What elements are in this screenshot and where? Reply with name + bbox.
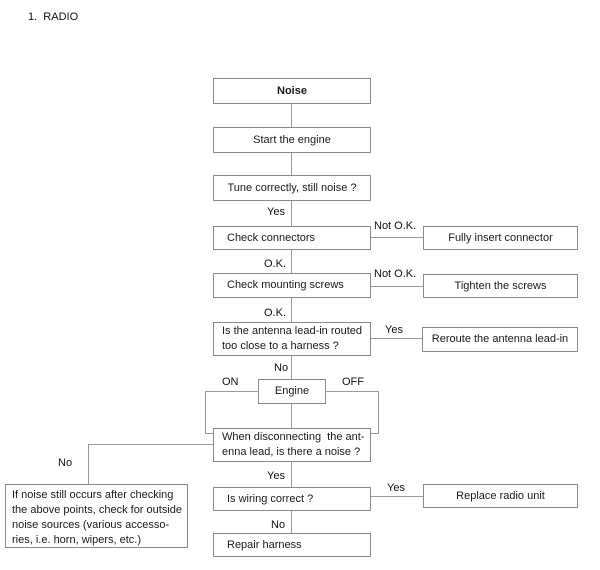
edge-label-no: No <box>274 362 289 374</box>
connector-line <box>291 201 292 226</box>
flow-node-engine-label: Engine <box>274 385 310 397</box>
page-title: 1. RADIO <box>28 11 79 23</box>
connector-line <box>205 391 206 433</box>
flow-node-tighten-screws-label: Tighten the screws <box>454 279 547 292</box>
flow-node-reroute-antenna-label: Reroute the antenna lead-in <box>431 333 569 345</box>
connector-line <box>371 433 379 434</box>
connector-line <box>291 511 292 533</box>
connector-line <box>378 391 379 433</box>
flow-node-tighten-screws: Tighten the screws <box>423 274 578 298</box>
flow-node-disconnect-antenna-question: When disconnecting the ant- enna lead, i… <box>213 428 371 462</box>
outside-noise-note-line2: the above points, check for outside <box>12 504 182 516</box>
flow-node-wiring-question: Is wiring correct ? <box>213 487 371 511</box>
flow-node-antenna-routing-line1: Is the antenna lead-in routed <box>222 325 363 337</box>
connector-line <box>291 153 292 175</box>
flow-node-noise: Noise <box>213 78 371 104</box>
flow-node-antenna-routing-line2: too close to a harness ? <box>222 340 339 352</box>
flow-node-check-connectors-label: Check connectors <box>227 231 316 244</box>
connector-line <box>371 338 422 339</box>
edge-label-no: No <box>58 457 73 469</box>
edge-label-yes: Yes <box>387 482 405 494</box>
connector-line <box>371 496 423 497</box>
connector-line <box>291 250 292 273</box>
flow-node-repair-harness: Repair harness <box>213 533 371 557</box>
edge-label-not-ok: Not O.K. <box>374 220 417 232</box>
connector-line <box>371 237 423 238</box>
flow-node-check-mounting-screws-label: Check mounting screws <box>227 279 344 291</box>
connector-line <box>291 404 292 428</box>
connector-line <box>88 444 89 484</box>
edge-label-not-ok: Not O.K. <box>374 268 417 280</box>
flow-node-disconnect-antenna-line1: When disconnecting the ant- <box>222 431 365 443</box>
flow-node-disconnect-antenna-line2: enna lead, is there a noise ? <box>222 446 361 458</box>
connector-line <box>291 104 292 127</box>
flow-node-outside-noise-note: If noise still occurs after checking the… <box>5 484 188 548</box>
flow-node-tune-check: Tune correctly, still noise ? <box>213 175 371 201</box>
flow-node-tune-check-label: Tune correctly, still noise ? <box>227 181 357 194</box>
flow-node-start-engine-label: Start the engine <box>253 133 331 146</box>
edge-label-yes: Yes <box>385 324 403 336</box>
flow-node-replace-radio-unit-label: Replace radio unit <box>456 489 545 502</box>
connector-line <box>291 298 292 322</box>
flow-node-replace-radio-unit: Replace radio unit <box>423 484 578 508</box>
connector-line <box>371 286 423 287</box>
flow-node-start-engine: Start the engine <box>213 127 371 153</box>
flow-node-reroute-antenna: Reroute the antenna lead-in <box>422 327 578 352</box>
connector-line <box>88 444 213 445</box>
outside-noise-note-line1: If noise still occurs after checking <box>12 489 174 501</box>
flow-node-noise-label: Noise <box>277 84 307 97</box>
flow-node-antenna-routing-question: Is the antenna lead-in routed too close … <box>213 322 371 356</box>
connector-line <box>291 462 292 487</box>
flow-node-fully-insert-connector-label: Fully insert connector <box>448 231 553 244</box>
edge-label-no: No <box>271 519 286 531</box>
edge-label-ok: O.K. <box>264 258 287 270</box>
flow-node-fully-insert-connector: Fully insert connector <box>423 226 578 250</box>
connector-line <box>205 433 213 434</box>
flow-node-engine: Engine <box>258 379 326 404</box>
flow-node-check-mounting-screws: Check mounting screws <box>213 273 371 298</box>
edge-label-yes: Yes <box>267 206 285 218</box>
flow-node-wiring-question-label: Is wiring correct ? <box>227 492 314 505</box>
connector-line <box>326 391 378 392</box>
edge-label-ok: O.K. <box>264 307 287 319</box>
edge-label-yes: Yes <box>267 470 285 482</box>
connector-line <box>291 356 292 379</box>
outside-noise-note-line3: noise sources (various accesso- <box>12 519 170 531</box>
edge-label-off: OFF <box>342 376 364 388</box>
outside-noise-note-line4: ries, i.e. horn, wipers, etc.) <box>12 534 141 546</box>
flow-node-repair-harness-label: Repair harness <box>227 538 302 551</box>
connector-line <box>205 391 258 392</box>
edge-label-on: ON <box>222 376 239 388</box>
flow-node-check-connectors: Check connectors <box>213 226 371 250</box>
